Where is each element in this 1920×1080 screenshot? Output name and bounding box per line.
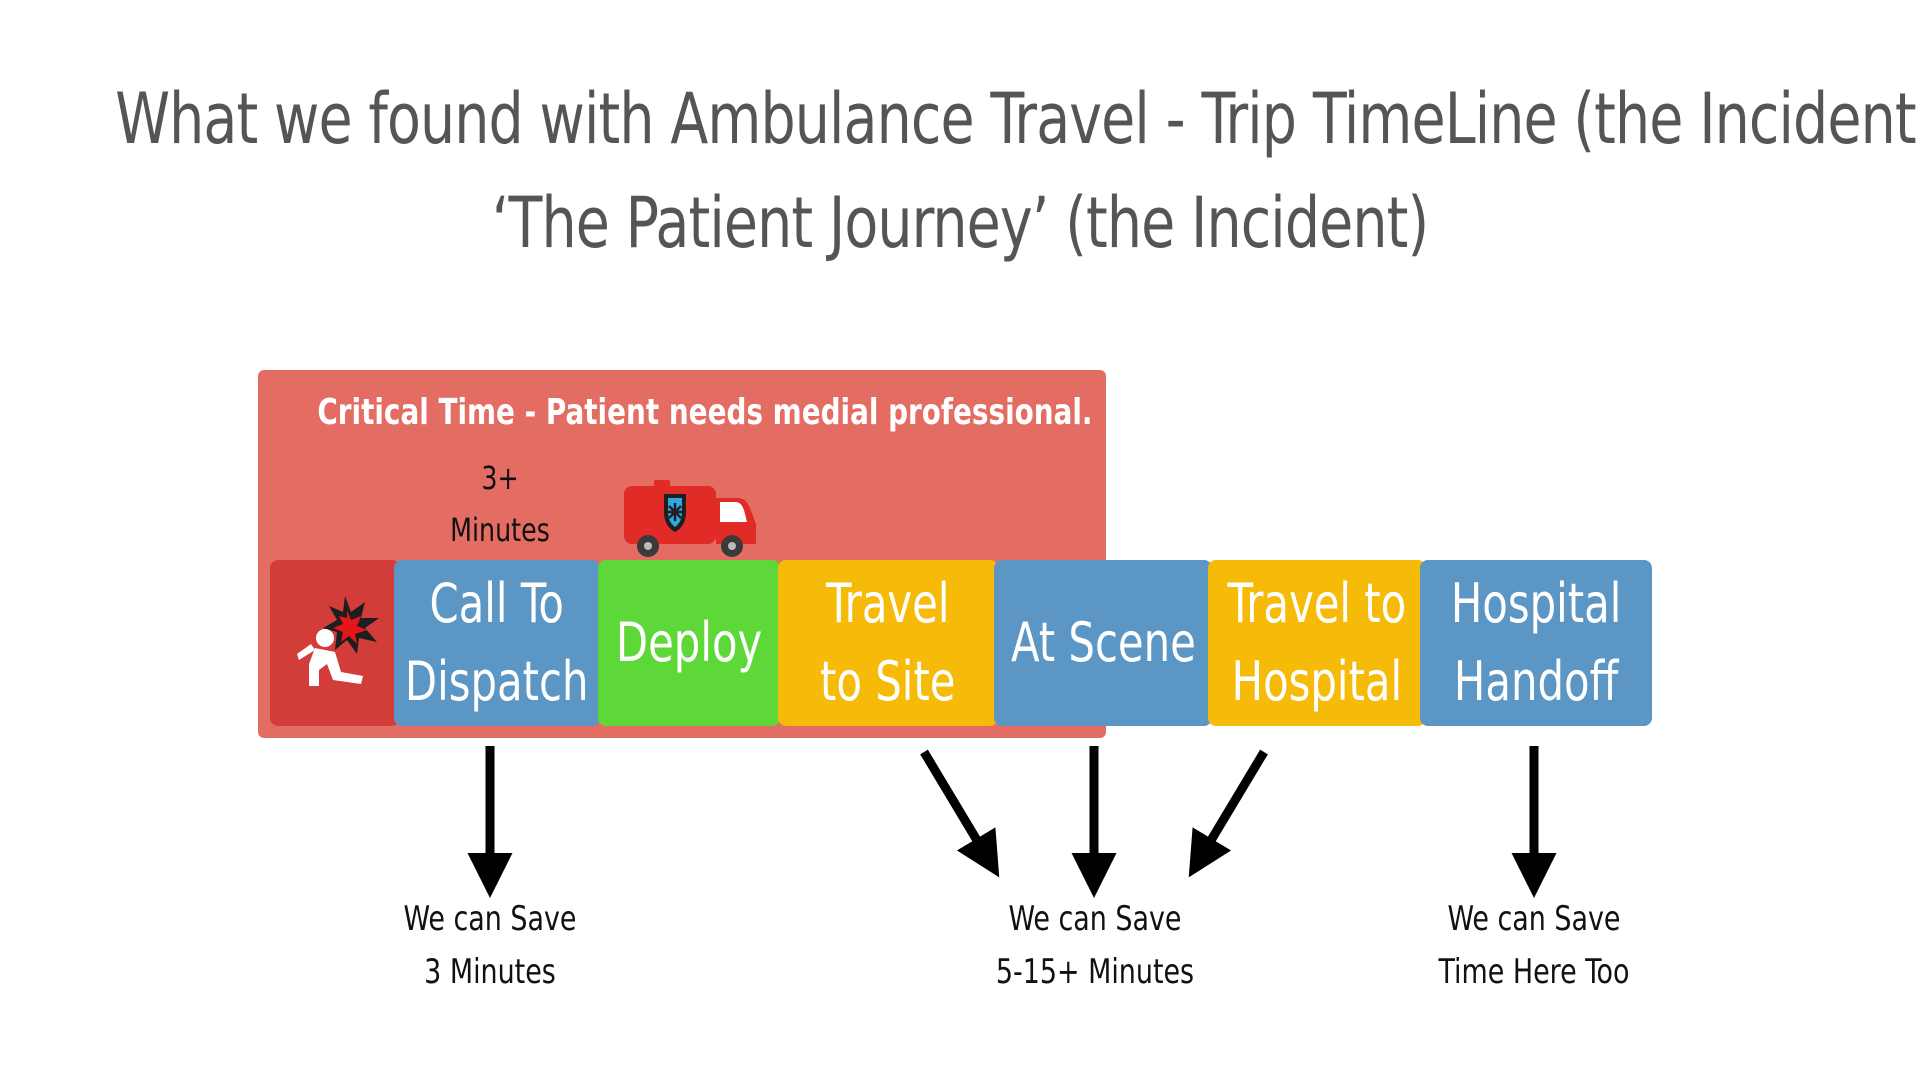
critical-minutes-note: 3+ Minutes xyxy=(438,452,561,556)
critical-minutes-value: 3+ xyxy=(481,459,519,497)
savings-note-line1: We can Save xyxy=(1447,899,1621,939)
stage-travel-to-hospital: Travel to Hospital xyxy=(1208,560,1426,726)
stage-deploy: Deploy xyxy=(598,560,780,726)
stage-label-line2: Dispatch xyxy=(405,650,589,713)
stage-hospital-handoff: Hospital Handoff xyxy=(1420,560,1652,726)
page-subtitle: ‘The Patient Journey’ (the Incident) xyxy=(491,182,1429,264)
critical-time-label: Critical Time - Patient needs medial pro… xyxy=(317,392,1093,433)
savings-note-dispatch: We can Save 3 Minutes xyxy=(358,893,622,999)
person-hit-icon xyxy=(297,596,379,686)
ambulance-icon xyxy=(624,480,756,557)
savings-note-line2: 3 Minutes xyxy=(424,952,556,992)
stage-label-line1: Deploy xyxy=(615,611,763,674)
page-title: What we found with Ambulance Travel - Tr… xyxy=(115,78,1920,160)
critical-minutes-unit: Minutes xyxy=(450,511,550,549)
savings-note-line1: We can Save xyxy=(403,899,577,939)
stage-label-line1: Travel xyxy=(826,572,950,635)
stage-call-to-dispatch: Call To Dispatch xyxy=(394,560,600,726)
stage-label-line1: Travel to xyxy=(1227,572,1407,635)
stage-at-scene: At Scene xyxy=(994,560,1212,726)
stage-travel-to-site: Travel to Site xyxy=(778,560,998,726)
savings-note-line1: We can Save xyxy=(1008,899,1182,939)
stage-label-line2: Handoff xyxy=(1453,650,1619,713)
savings-note-line2: Time Here Too xyxy=(1438,952,1630,992)
arrow-travel-site xyxy=(920,749,1000,878)
savings-note-travel: We can Save 5-15+ Minutes xyxy=(963,893,1227,999)
arrow-travel-hospital xyxy=(1188,749,1268,878)
stage-label-line2: Hospital xyxy=(1231,650,1403,713)
stage-label-line2: to Site xyxy=(820,650,956,713)
savings-note-line2: 5-15+ Minutes xyxy=(995,952,1195,992)
stage-label-line1: Call To xyxy=(429,572,565,635)
savings-note-handoff: We can Save Time Here Too xyxy=(1402,893,1666,999)
stage-label-line1: At Scene xyxy=(1010,611,1196,674)
stage-label-line1: Hospital xyxy=(1450,572,1622,635)
incident-stage xyxy=(270,560,400,726)
